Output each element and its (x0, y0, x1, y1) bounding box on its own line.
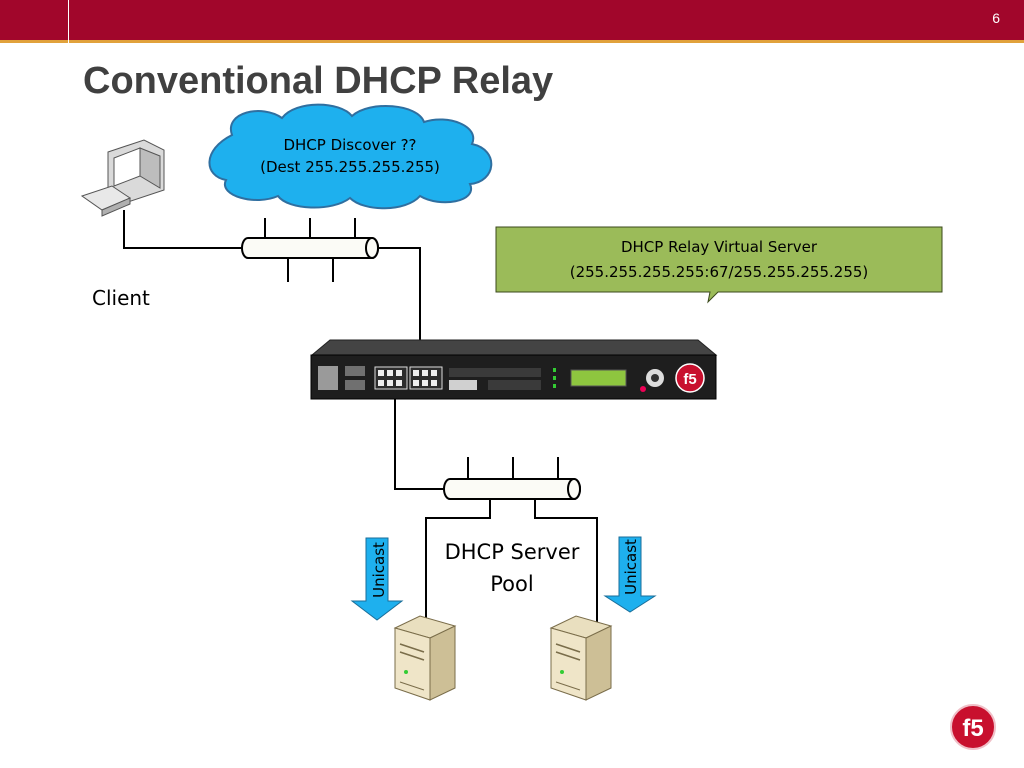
tower-server-icon (393, 615, 457, 701)
client-link (123, 210, 244, 249)
callout-line2: (255.255.255.255:67/255.255.255.255) (570, 263, 869, 281)
pool-label-line2: Pool (490, 572, 533, 596)
pool-label-line1: DHCP Server (445, 540, 580, 564)
f5-logo-icon: f5 (950, 704, 996, 750)
header-bar (0, 0, 1024, 40)
relay-virtual-server-callout: DHCP Relay Virtual Server (255.255.255.2… (495, 226, 943, 304)
network-segment-1 (241, 237, 379, 259)
network-segment-2 (443, 478, 581, 500)
callout-line1: DHCP Relay Virtual Server (621, 238, 818, 256)
segment1-to-appliance-link (376, 247, 421, 370)
appliance-to-segment2-link (394, 380, 447, 490)
client-label: Client (92, 286, 150, 310)
header-divider (68, 0, 69, 46)
unicast-arrow-left: Unicast (350, 537, 404, 621)
tower-server-icon (549, 615, 613, 701)
slide-title: Conventional DHCP Relay (83, 60, 554, 102)
unicast-arrow-right: Unicast (603, 536, 657, 613)
header-accent-line (0, 40, 1024, 43)
segment2-to-server1-link (425, 495, 491, 660)
cloud-line2: (Dest 255.255.255.255) (260, 158, 440, 176)
unicast-label-right: Unicast (622, 539, 640, 595)
slide-number: 6 (992, 10, 1000, 26)
svg-text:f5: f5 (962, 715, 983, 742)
cloud-shape (208, 103, 493, 210)
desktop-computer-icon (80, 139, 165, 217)
dhcp-discover-cloud: DHCP Discover ?? (Dest 255.255.255.255) (208, 103, 493, 210)
f5-bigip-appliance-icon: f5 (310, 339, 718, 400)
segment2-to-server2-link (534, 495, 598, 660)
svg-text:f5: f5 (683, 371, 696, 388)
cloud-line1: DHCP Discover ?? (283, 136, 416, 154)
unicast-label-left: Unicast (370, 542, 388, 598)
connection-lines (123, 210, 598, 660)
